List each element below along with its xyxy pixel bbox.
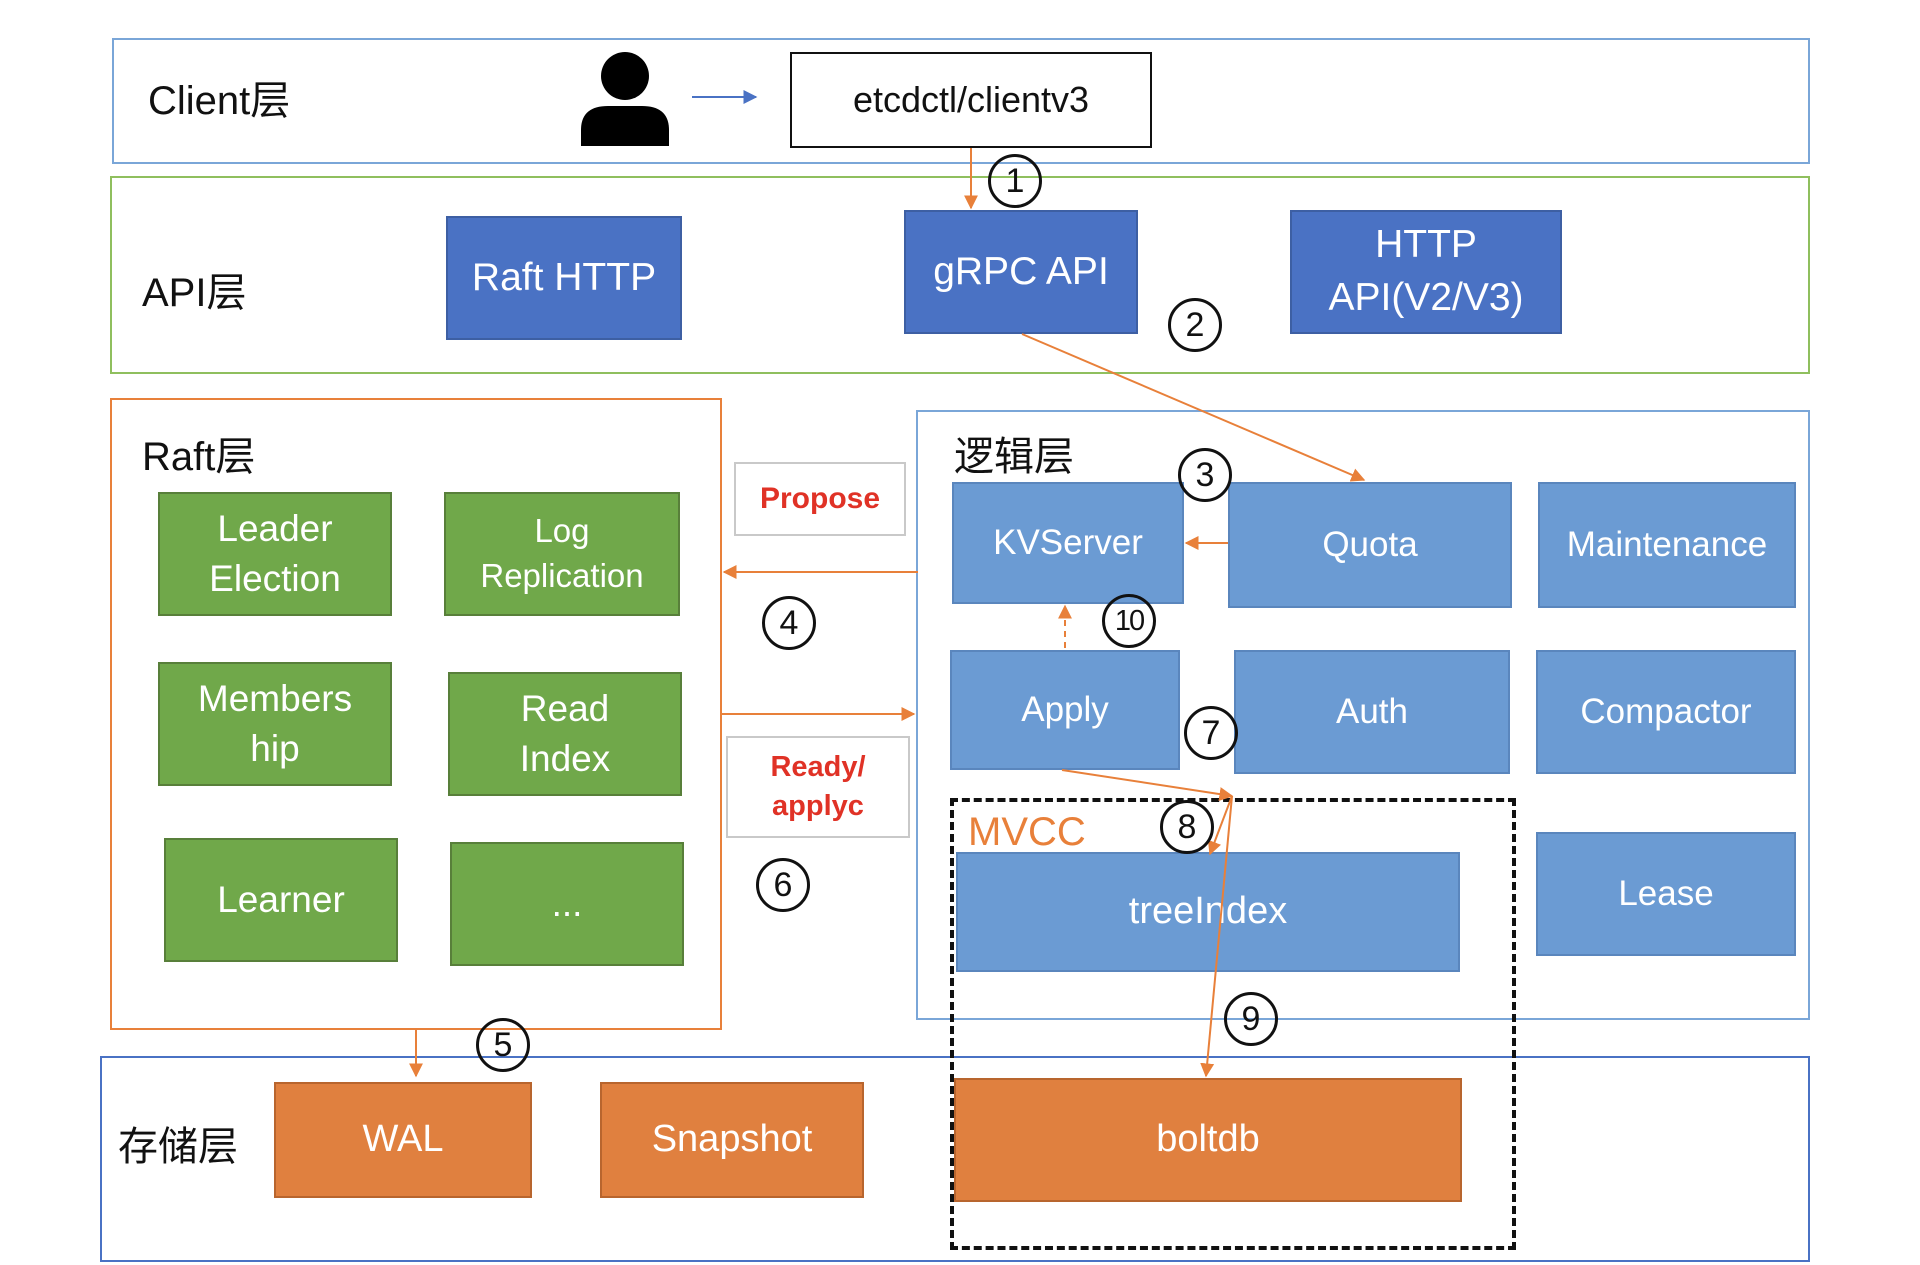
logic-layer: [916, 410, 1810, 1020]
lease-label: Lease: [1618, 874, 1714, 914]
client-layer: [112, 38, 1810, 164]
storage-layer: [100, 1056, 1810, 1262]
maintenance-label: Maintenance: [1566, 525, 1768, 565]
wal-label: WAL: [362, 1118, 444, 1161]
tree-index-label: treeIndex: [1128, 890, 1288, 933]
step-1: 1: [988, 154, 1042, 208]
propose-label: Propose: [759, 481, 881, 515]
membership-box: Members hip: [158, 662, 392, 786]
lease-box: Lease: [1536, 832, 1796, 956]
raft-layer-label: Raft层: [142, 435, 256, 479]
step-8: 8: [1160, 800, 1214, 854]
kvserver-box: KVServer: [952, 482, 1184, 604]
quota-box: Quota: [1228, 482, 1512, 608]
read-index-box: Read Index: [448, 672, 682, 796]
more-box: ...: [450, 842, 684, 966]
log-replication-label: Log Replication: [480, 512, 644, 594]
step-10: 10: [1102, 594, 1156, 648]
apply-box: Apply: [950, 650, 1180, 770]
client-layer-label: Client层: [148, 79, 291, 123]
grpc-api-box: gRPC API: [904, 210, 1138, 334]
step-9: 9: [1224, 992, 1278, 1046]
step-4: 4: [762, 596, 816, 650]
auth-label: Auth: [1336, 692, 1408, 732]
propose-message: Propose: [734, 462, 906, 536]
arrow-grpc-to-quota: [1021, 333, 1366, 482]
snapshot-label: Snapshot: [651, 1118, 813, 1161]
api-layer-label: API层: [142, 271, 247, 315]
ready-applyc-label: Ready/ applyc: [770, 750, 866, 822]
compactor-box: Compactor: [1536, 650, 1796, 774]
api-layer: [110, 176, 1810, 374]
http-api-box: HTTP API(V2/V3): [1290, 210, 1562, 334]
step-7: 7: [1184, 706, 1238, 760]
step-6: 6: [756, 858, 810, 912]
step-2: 2: [1168, 298, 1222, 352]
quota-label: Quota: [1322, 525, 1418, 565]
learner-box: Learner: [164, 838, 398, 962]
snapshot-box: Snapshot: [600, 1082, 864, 1198]
log-replication-box: Log Replication: [444, 492, 680, 616]
learner-label: Learner: [217, 879, 345, 921]
http-api-label: HTTP API(V2/V3): [1328, 223, 1524, 319]
compactor-label: Compactor: [1580, 692, 1752, 732]
maintenance-box: Maintenance: [1538, 482, 1796, 608]
read-index-label: Read Index: [519, 688, 611, 779]
etcdctl-label: etcdctl/clientv3: [852, 78, 1090, 120]
arrow-apply-to-mvcc: [1061, 769, 1234, 802]
apply-label: Apply: [1021, 690, 1109, 730]
raft-http-label: Raft HTTP: [471, 255, 657, 299]
arrow-mvcc-to-treeindex: [1207, 795, 1233, 856]
mvcc-label: MVCC: [968, 810, 1086, 854]
more-label: ...: [551, 883, 583, 925]
boltdb-label: boltdb: [1156, 1118, 1260, 1161]
logic-layer-label: 逻辑层: [954, 435, 1074, 479]
kvserver-label: KVServer: [993, 523, 1143, 563]
wal-box: WAL: [274, 1082, 532, 1198]
storage-layer-label: 存储层: [118, 1125, 238, 1169]
grpc-api-label: gRPC API: [933, 249, 1109, 293]
step-5: 5: [476, 1018, 530, 1072]
raft-layer: [110, 398, 722, 1030]
etcdctl-box: etcdctl/clientv3: [790, 52, 1152, 148]
ready-applyc-message: Ready/ applyc: [726, 736, 910, 838]
raft-http-box: Raft HTTP: [446, 216, 682, 340]
membership-label: Members hip: [197, 678, 353, 769]
leader-election-box: Leader Election: [158, 492, 392, 616]
auth-box: Auth: [1234, 650, 1510, 774]
leader-election-label: Leader Election: [209, 508, 341, 599]
boltdb-box: boltdb: [954, 1078, 1462, 1202]
person-icon: [581, 52, 669, 146]
arrow-mvcc-to-boltdb: [1200, 795, 1233, 1078]
step-3: 3: [1178, 448, 1232, 502]
